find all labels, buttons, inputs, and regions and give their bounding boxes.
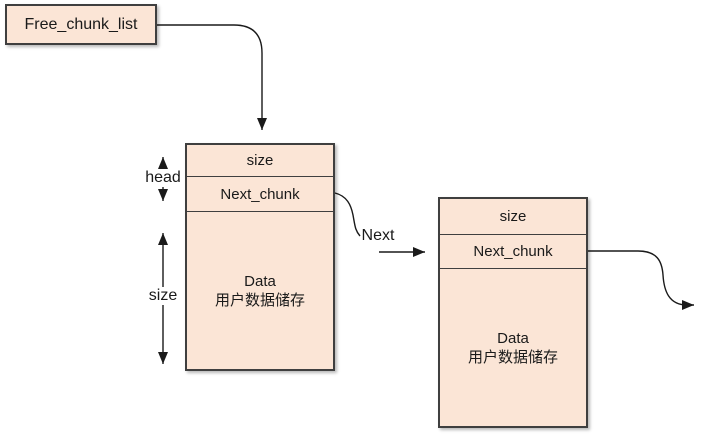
chunk1-size-field: size [187,145,333,176]
chunk2-size-field: size [440,199,586,234]
chunk1-box: size Next_chunk Data 用户数据储存 [185,143,335,371]
chunk2-size-label: size [499,208,527,225]
chunk2-next-chunk-label: Next_chunk [473,243,553,260]
chunk1-next-chunk-field: Next_chunk [187,176,333,211]
chunk1-data-title: Data [244,272,276,290]
chunk1-data-subtitle: 用户数据储存 [214,291,305,309]
chunk1-next-chunk-label: Next_chunk [220,185,300,203]
size-label: size [146,287,180,305]
free-chunk-list-box: Free_chunk_list [5,4,157,45]
chunk2-data-title: Data [497,329,529,347]
chunk1-next-leader-line [334,192,361,237]
chunk2-data-subtitle: 用户数据储存 [467,348,558,366]
chunk2-box: size Next_chunk Data 用户数据储存 [438,197,588,428]
free-chunk-list-label: Free_chunk_list [24,15,138,33]
chunk1-size-label: size [246,152,274,169]
free-list-to-chunk1-arrow [157,24,267,130]
chunk1-data-field: Data 用户数据储存 [187,211,333,369]
next-label: Next [361,227,395,244]
head-label: head [143,169,183,187]
chunk2-next-chunk-field: Next_chunk [440,234,586,268]
chunk2-next-exit-arrow [588,250,694,310]
chunk2-data-field: Data 用户数据储存 [440,268,586,426]
